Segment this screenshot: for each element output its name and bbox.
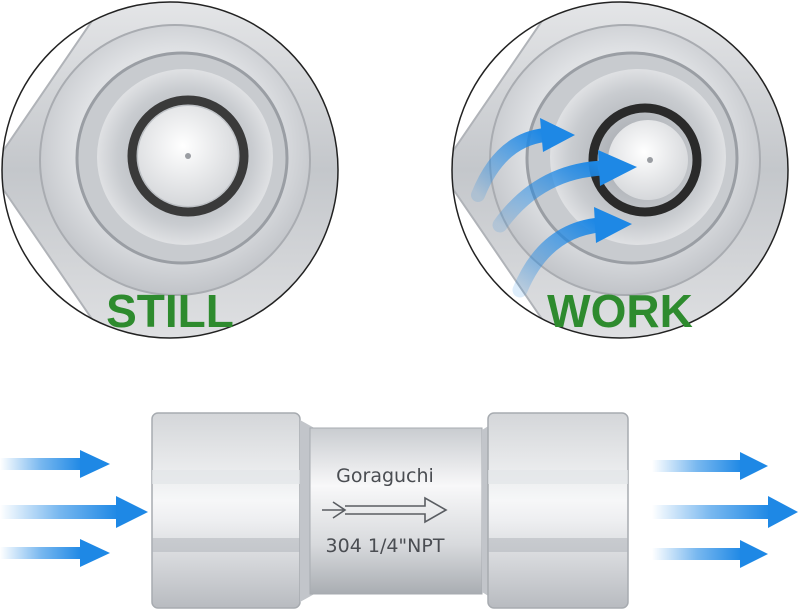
work-detail-view: [451, 1, 789, 339]
work-label: WORK: [547, 285, 693, 337]
flow-arrow-icon: [492, 150, 637, 233]
flow-arrow-icon: [471, 118, 575, 202]
still-label: STILL: [106, 285, 234, 337]
flow-arrow-icon: [652, 452, 768, 480]
flow-arrow-icon: [512, 207, 632, 298]
flow-arrow-icon: [652, 496, 798, 528]
check-valve: [151, 412, 629, 609]
outflow-arrows: [652, 452, 798, 568]
direction-arrow-icon: [322, 496, 448, 524]
spec-engraving: 304 1/4"NPT: [325, 535, 445, 557]
flow-arrow-icon: [0, 450, 110, 478]
flow-arrow-icon: [652, 540, 768, 568]
brand-engraving: Goraguchi: [336, 465, 434, 487]
flow-arrow-icon: [0, 539, 110, 567]
inflow-arrows: [0, 450, 148, 567]
flow-arrow-icon: [0, 496, 148, 528]
